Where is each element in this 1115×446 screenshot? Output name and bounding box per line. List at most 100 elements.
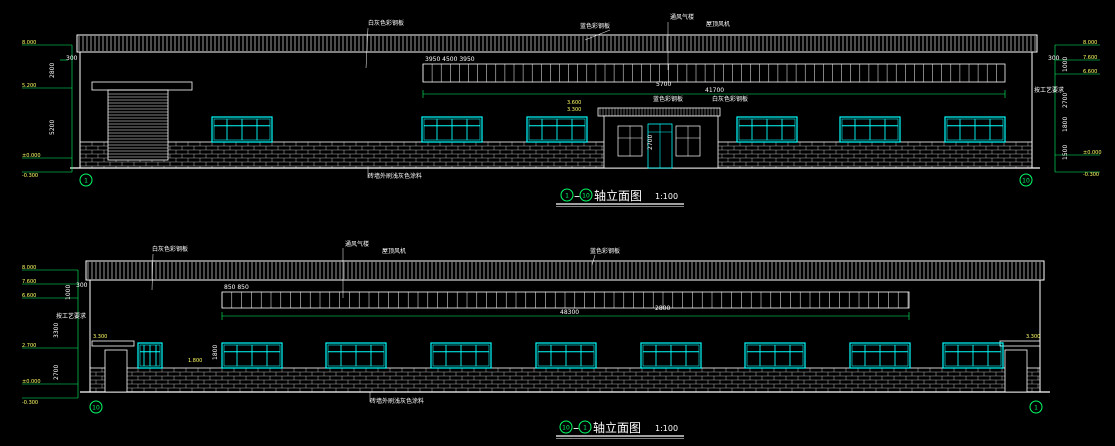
note-canopy-a: 蓝色彩钢板 bbox=[653, 95, 683, 103]
axis-left-1: 1 bbox=[79, 173, 93, 187]
svg-text:–: – bbox=[574, 189, 580, 203]
note-wall-2: 砖墙外刷浅灰色涂料 bbox=[370, 397, 424, 405]
level-l2-5: -0.300 bbox=[22, 400, 38, 406]
view-title-2: 10 – 1 轴立面图 1:100 bbox=[556, 420, 684, 439]
vent-strip-2 bbox=[221, 291, 910, 309]
axis-left-2: 10 bbox=[89, 400, 103, 414]
dim-overall-2: 48300 bbox=[560, 309, 579, 316]
svg-text:1: 1 bbox=[1034, 405, 1038, 412]
window bbox=[942, 342, 1004, 369]
dim-lv2-3: 300 bbox=[76, 282, 88, 289]
dim-lv2-2: 2700 bbox=[53, 365, 60, 380]
window bbox=[640, 342, 702, 369]
svg-text:10: 10 bbox=[582, 193, 590, 200]
level-canopy-2: 3.300 bbox=[567, 107, 581, 113]
dim-door-1: 2700 bbox=[647, 135, 654, 150]
svg-text:1:100: 1:100 bbox=[655, 424, 678, 433]
window bbox=[944, 116, 1006, 143]
dim-inner-1: 5700 bbox=[656, 81, 671, 88]
windows-row-2 bbox=[137, 342, 1004, 369]
axis-right-1: 10 bbox=[1019, 173, 1033, 187]
svg-text:10: 10 bbox=[1022, 178, 1030, 185]
note-wall-1: 砖墙外刷浅灰色涂料 bbox=[368, 172, 422, 180]
note-roof-right-2: 屋顶风机 bbox=[382, 247, 406, 255]
rolling-door-1 bbox=[91, 81, 193, 161]
dim-rv1-2: 1800 bbox=[1062, 117, 1069, 132]
dim-overall-1: 41700 bbox=[705, 87, 724, 94]
side-door-right-2 bbox=[999, 340, 1041, 393]
level-l1-3: -0.300 bbox=[22, 173, 38, 179]
dim-strip-1: 3950 4500 3950 bbox=[425, 56, 475, 63]
level-l1-0: 8.000 bbox=[22, 40, 36, 46]
right-levels-1 bbox=[1054, 44, 1100, 173]
left-levels-2 bbox=[22, 269, 79, 399]
dim-lv1-2: 300 bbox=[66, 55, 78, 62]
level-l2-0: 8.000 bbox=[22, 265, 36, 271]
level-r1-4: -0.300 bbox=[1083, 172, 1099, 178]
roof-corrugation-2 bbox=[87, 262, 1041, 279]
window bbox=[137, 342, 163, 369]
note-canopy-b: 白灰色彩钢板 bbox=[712, 95, 748, 103]
note-roof-right-1: 屋顶风机 bbox=[706, 20, 730, 28]
window bbox=[221, 342, 283, 369]
svg-text:1: 1 bbox=[565, 193, 569, 200]
svg-text:1: 1 bbox=[583, 425, 587, 432]
dim-rv1-3: 1500 bbox=[1062, 145, 1069, 160]
note-vent-2: 通风气楼 bbox=[345, 240, 369, 248]
note-roof-left-1: 白灰色彩钢板 bbox=[368, 19, 404, 27]
level-r1-3: ±0.000 bbox=[1083, 150, 1102, 156]
vent-strip-ticks-1 bbox=[422, 64, 997, 82]
dim-lv2-0: 1000 bbox=[65, 285, 72, 300]
level-canopy-1: 3.600 bbox=[567, 100, 581, 106]
roof-band-2 bbox=[85, 260, 1045, 281]
note-left-vertical-2: 按工艺要求 bbox=[56, 312, 86, 320]
svg-text:轴立面图: 轴立面图 bbox=[594, 188, 642, 203]
note-right-vertical-1: 按工艺要求 bbox=[1034, 86, 1064, 94]
brick-base-1 bbox=[79, 141, 1033, 169]
window bbox=[421, 116, 483, 143]
level-l1-1: 5.200 bbox=[22, 83, 36, 89]
elevation-view-1: 1 10 白灰色彩钢板 蓝色彩钢板 通风气楼 屋顶风机 3950 4500 39… bbox=[22, 13, 1102, 207]
side-door-left-2 bbox=[91, 340, 135, 393]
roof-corrugation-1 bbox=[78, 36, 1036, 51]
dim-rv1-0: 1000 bbox=[1062, 57, 1069, 72]
vent-strip-ticks-2 bbox=[221, 292, 909, 308]
window bbox=[430, 342, 492, 369]
level-r1-2: 6.600 bbox=[1083, 69, 1097, 75]
svg-text:轴立面图: 轴立面图 bbox=[593, 420, 641, 435]
level-l2-2: 6.600 bbox=[22, 293, 36, 299]
dim-rv1-4: 300 bbox=[1048, 55, 1060, 62]
entrance-canopy-1 bbox=[597, 107, 721, 169]
dim-strip-2: 850 850 bbox=[224, 284, 249, 291]
dim-lv1-0: 2800 bbox=[49, 63, 56, 78]
roof-band-1 bbox=[76, 34, 1038, 53]
view-title-1: 1 – 10 轴立面图 1:100 bbox=[556, 188, 684, 207]
window bbox=[526, 116, 588, 143]
svg-text:1: 1 bbox=[84, 178, 88, 185]
level-canopy-left-2: 3.300 bbox=[93, 334, 107, 340]
level-l2-1: 7.600 bbox=[22, 279, 36, 285]
level-r1-1: 7.600 bbox=[1083, 55, 1097, 61]
level-l2-4: ±0.000 bbox=[22, 379, 41, 385]
level-sill-2: 1.800 bbox=[188, 358, 202, 364]
note-roof-left-2: 白灰色彩钢板 bbox=[152, 245, 188, 253]
level-canopy-right-2: 3.300 bbox=[1026, 334, 1040, 340]
dim-lv1-1: 5200 bbox=[49, 120, 56, 135]
brick-base-2 bbox=[89, 367, 1041, 393]
dim-sill-2: 1800 bbox=[212, 345, 219, 360]
window bbox=[211, 116, 273, 143]
note-vent-1: 通风气楼 bbox=[670, 13, 694, 21]
level-r1-0: 8.000 bbox=[1083, 40, 1097, 46]
window bbox=[744, 342, 806, 369]
window bbox=[849, 342, 911, 369]
dim-rv1-1: 2700 bbox=[1062, 93, 1069, 108]
axis-right-2: 1 bbox=[1029, 400, 1043, 414]
svg-text:1:100: 1:100 bbox=[655, 192, 678, 201]
note-roof-mid-2: 蓝色彩钢板 bbox=[590, 247, 620, 255]
window bbox=[736, 116, 798, 143]
svg-text:–: – bbox=[573, 421, 579, 435]
note-roof-mid-1: 蓝色彩钢板 bbox=[580, 22, 610, 30]
dim-lv2-1: 3300 bbox=[53, 323, 60, 338]
elevation-view-2: 10 1 白灰色彩钢板 通风气楼 屋顶风机 蓝色彩钢板 850 850 4830… bbox=[22, 240, 1050, 439]
